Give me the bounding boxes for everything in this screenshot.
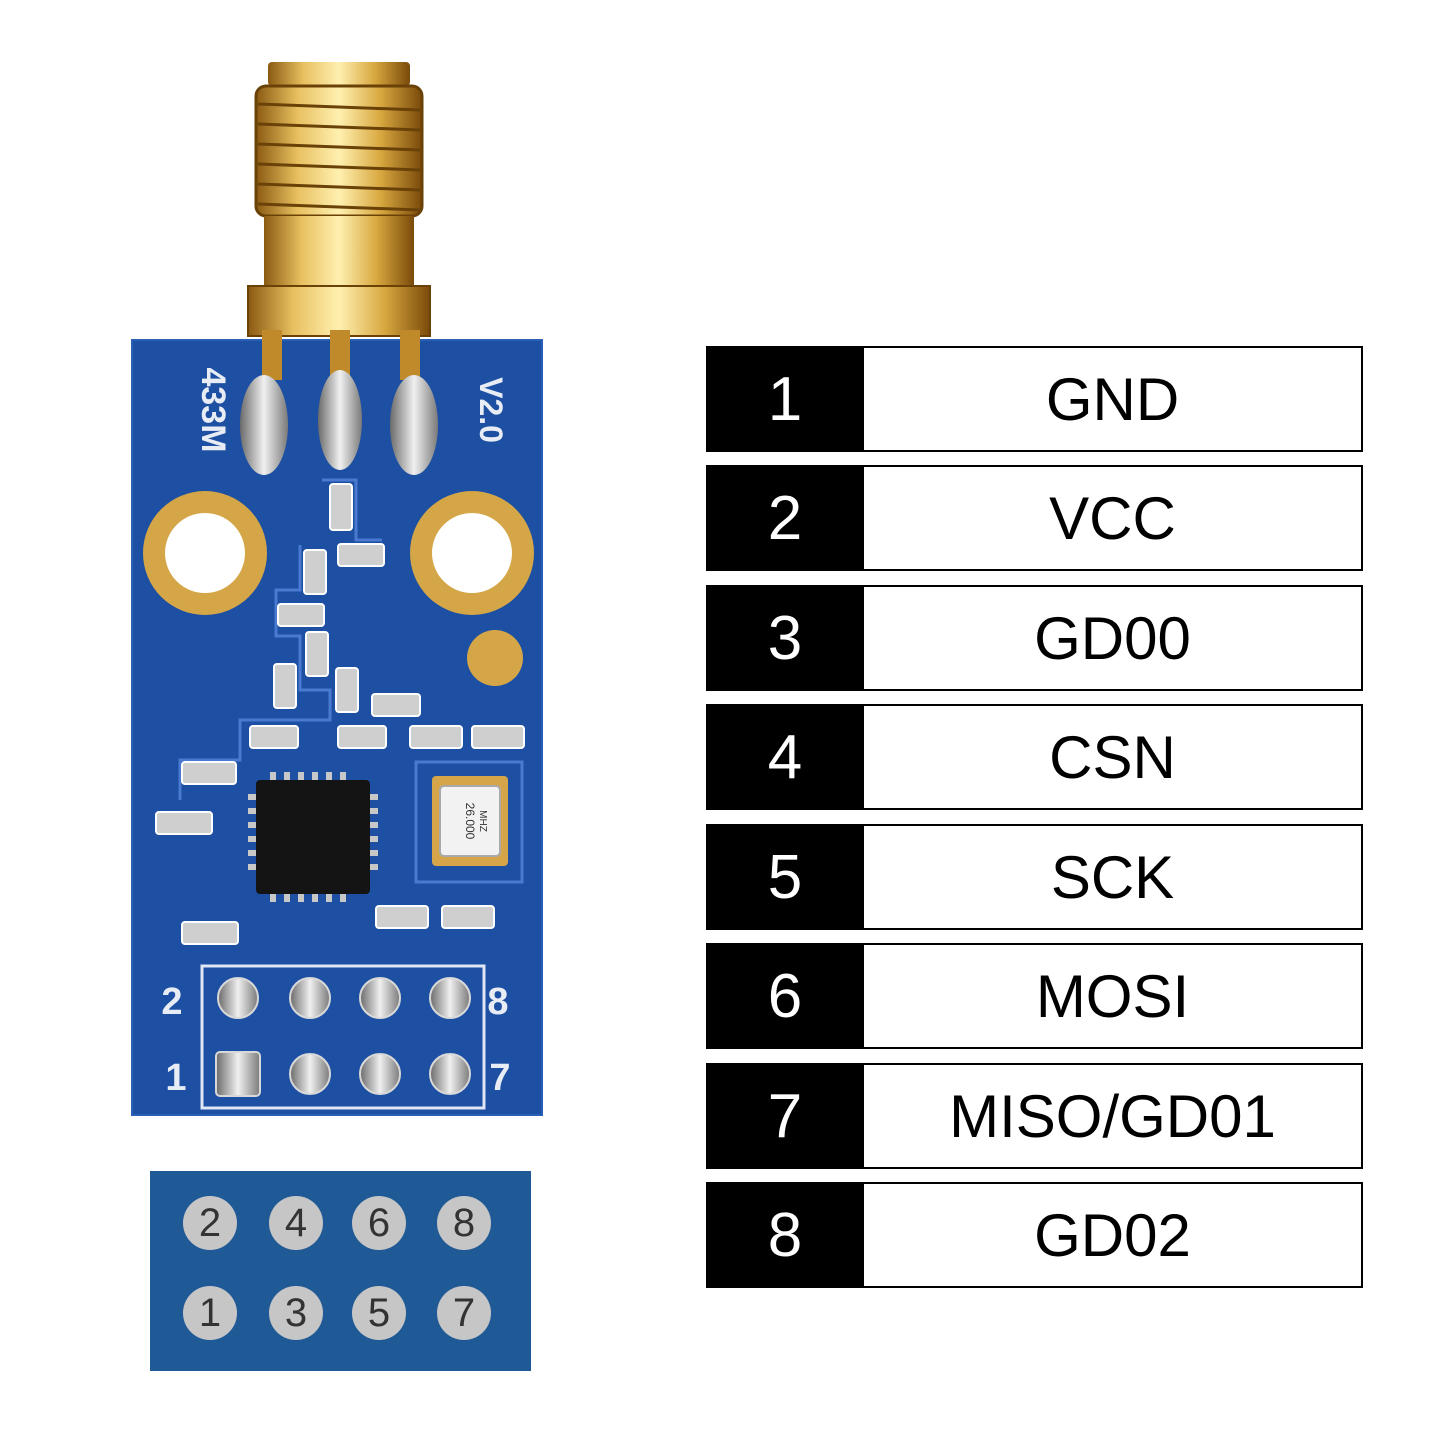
pin-number: 2	[706, 465, 864, 571]
crystal-label-line1: 26.000	[463, 803, 477, 840]
pin-row: 4 CSN	[706, 704, 1363, 810]
pin-number: 5	[706, 824, 864, 930]
header-label-8: 8	[487, 981, 508, 1023]
legend-pin: 4	[269, 1196, 323, 1250]
sma-connector	[247, 62, 431, 380]
header-outline	[200, 964, 486, 1110]
pin-row: 5 SCK	[706, 824, 1363, 930]
pin-name: MOSI	[864, 943, 1363, 1049]
fiducial-pad	[467, 630, 523, 686]
header-label-2: 2	[161, 981, 182, 1023]
crystal-oscillator: 26.000 MHZ	[432, 776, 508, 866]
pin-name: MISO/GD01	[864, 1063, 1363, 1169]
pin-number: 8	[706, 1182, 864, 1288]
rf-chip	[248, 772, 378, 902]
pin-number: 4	[706, 704, 864, 810]
pin-name: VCC	[864, 465, 1363, 571]
pin-layout-legend: 2 4 6 8 1 3 5 7	[150, 1171, 531, 1371]
pin-row: 6 MOSI	[706, 943, 1363, 1049]
legend-pin: 3	[269, 1286, 323, 1340]
antenna-solder-joints	[240, 370, 438, 475]
smd-components	[155, 483, 525, 945]
trace-outline	[178, 478, 382, 800]
rf-module-illustration: 433M V2.0	[131, 62, 543, 1116]
pin-name: SCK	[864, 824, 1363, 930]
mounting-hole-left	[143, 491, 267, 615]
pin-name: GD00	[864, 585, 1363, 691]
silkscreen-version: V2.0	[473, 377, 509, 443]
pin-number: 6	[706, 943, 864, 1049]
pin-row: 8 GD02	[706, 1182, 1363, 1288]
pin-name: GND	[864, 346, 1363, 452]
header-pins	[215, 977, 471, 1097]
legend-pin: 6	[352, 1196, 406, 1250]
pin-number: 7	[706, 1063, 864, 1169]
silkscreen-frequency: 433M	[194, 367, 232, 452]
legend-pin: 2	[183, 1196, 237, 1250]
legend-pin: 7	[437, 1286, 491, 1340]
pin-name: CSN	[864, 704, 1363, 810]
pin-row: 2 VCC	[706, 465, 1363, 571]
pin-row: 3 GD00	[706, 585, 1363, 691]
crystal-outline	[414, 760, 524, 884]
pin-name: GD02	[864, 1182, 1363, 1288]
pin-row: 7 MISO/GD01	[706, 1063, 1363, 1169]
mounting-hole-right	[410, 491, 534, 615]
header-label-7: 7	[489, 1057, 510, 1099]
legend-pin: 5	[352, 1286, 406, 1340]
pin-number: 3	[706, 585, 864, 691]
pin-number: 1	[706, 346, 864, 452]
crystal-label-line2: MHZ	[477, 810, 488, 832]
pin-row: 1 GND	[706, 346, 1363, 452]
legend-pin: 8	[437, 1196, 491, 1250]
header-label-1: 1	[165, 1057, 186, 1099]
legend-pin: 1	[183, 1286, 237, 1340]
